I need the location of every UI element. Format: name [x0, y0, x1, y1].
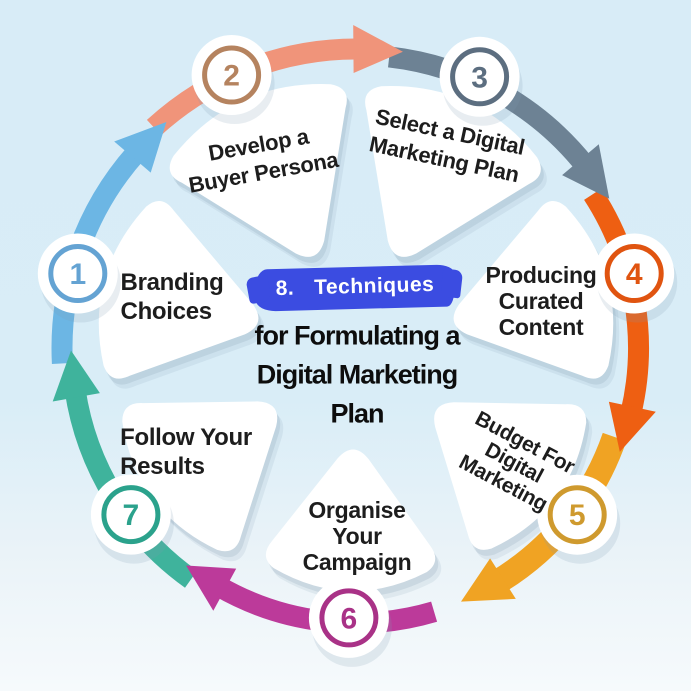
circle-number-7: 7	[123, 499, 140, 532]
petal-6	[265, 449, 436, 592]
petal-3	[365, 86, 541, 257]
center-title: for Formulating a Digital Marketing Plan	[254, 320, 461, 429]
circle-number-1: 1	[69, 258, 86, 291]
petal-layer	[98, 84, 614, 592]
circle-number-6: 6	[341, 602, 358, 635]
circle-ring-2	[202, 45, 262, 105]
circle-number-4: 4	[626, 258, 643, 291]
arrow-head-layer	[52, 25, 656, 611]
number-circle-layer: 1 2 3 4 5 6 7	[37, 35, 678, 667]
arrow-head-5	[461, 558, 516, 602]
center-badge: 8. Techniques	[255, 264, 455, 312]
petal-1	[98, 200, 259, 379]
arrow-head-3	[562, 144, 610, 199]
badge-word: Techniques	[313, 272, 435, 300]
arrow-head-1	[114, 122, 167, 173]
arrow-head-2	[353, 25, 403, 73]
circle-ring-5	[547, 485, 607, 545]
segment-label-6: Organise Your Campaign	[302, 497, 412, 575]
segment-label-4: Producing Curated Content	[485, 262, 597, 340]
circle-number-3: 3	[471, 61, 488, 94]
arrow-head-7	[52, 350, 100, 402]
circle-ring-1	[48, 244, 108, 303]
segment-label-1: Branding Choices	[120, 269, 224, 325]
arrow-head-4	[608, 401, 656, 452]
arrow-head-6	[186, 565, 237, 611]
petal-5	[434, 402, 587, 550]
circle-ring-4	[604, 244, 664, 303]
petal-2	[169, 84, 347, 257]
circle-number-5: 5	[569, 499, 586, 532]
circle-ring-6	[319, 588, 379, 648]
circle-ring-7	[101, 485, 161, 545]
petal-4	[453, 200, 614, 379]
segment-label-7: Follow Your Results	[120, 424, 252, 480]
circle-number-2: 2	[223, 60, 240, 93]
circle-ring-3	[450, 47, 510, 107]
petal-7	[122, 401, 278, 552]
badge-number: 8.	[275, 276, 295, 301]
